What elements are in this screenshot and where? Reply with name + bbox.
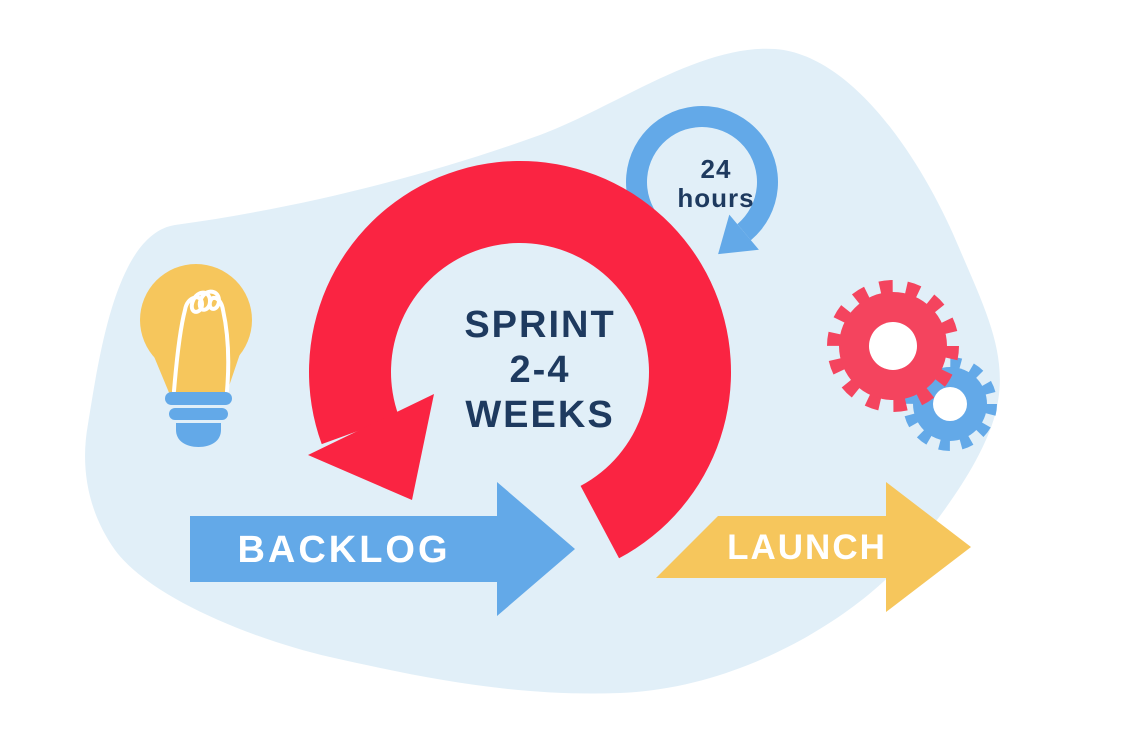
bulb-filament <box>172 289 231 393</box>
backlog-arrow-icon: BACKLOG <box>190 482 575 616</box>
bulb-neck <box>148 342 244 395</box>
daily-cycle-arrowhead <box>718 214 759 255</box>
sprint-cycle-arrow-icon <box>308 160 732 559</box>
sprint-cycle-ring <box>309 160 732 559</box>
bulb-base-bar-1 <box>165 392 232 405</box>
sprint-cycle-arrowhead <box>308 394 434 500</box>
bulb-base-cup <box>176 423 221 447</box>
bulb-base-bar-2 <box>169 408 228 420</box>
daily-cycle-arrow-icon: 24 hours <box>626 105 779 255</box>
gears-icon <box>827 280 997 451</box>
red-gear <box>827 280 959 412</box>
blue-gear <box>903 357 997 451</box>
daily-cycle-label-line-2: hours <box>677 183 754 213</box>
launch-label: LAUNCH <box>727 528 887 567</box>
sprint-duration-line-1: SPRINT <box>464 304 615 346</box>
launch-arrow-shape <box>656 482 971 612</box>
backlog-label: BACKLOG <box>237 529 450 571</box>
red-gear-teeth <box>827 280 959 412</box>
light-bulb-icon <box>140 264 252 447</box>
blue-gear-teeth <box>903 357 997 451</box>
sprint-duration-line-2: 2-4 <box>510 349 571 391</box>
blue-gear-hole <box>933 387 967 421</box>
launch-arrow-icon: LAUNCH <box>656 482 971 612</box>
red-gear-hole <box>869 322 917 370</box>
daily-cycle-label-line-1: 24 <box>701 154 732 184</box>
daily-cycle-ring <box>626 105 779 241</box>
backlog-arrow-shape <box>190 482 575 616</box>
sprint-duration-line-3: WEEKS <box>465 394 614 436</box>
sprint-duration-label: SPRINT 2-4 WEEKS <box>464 304 615 436</box>
